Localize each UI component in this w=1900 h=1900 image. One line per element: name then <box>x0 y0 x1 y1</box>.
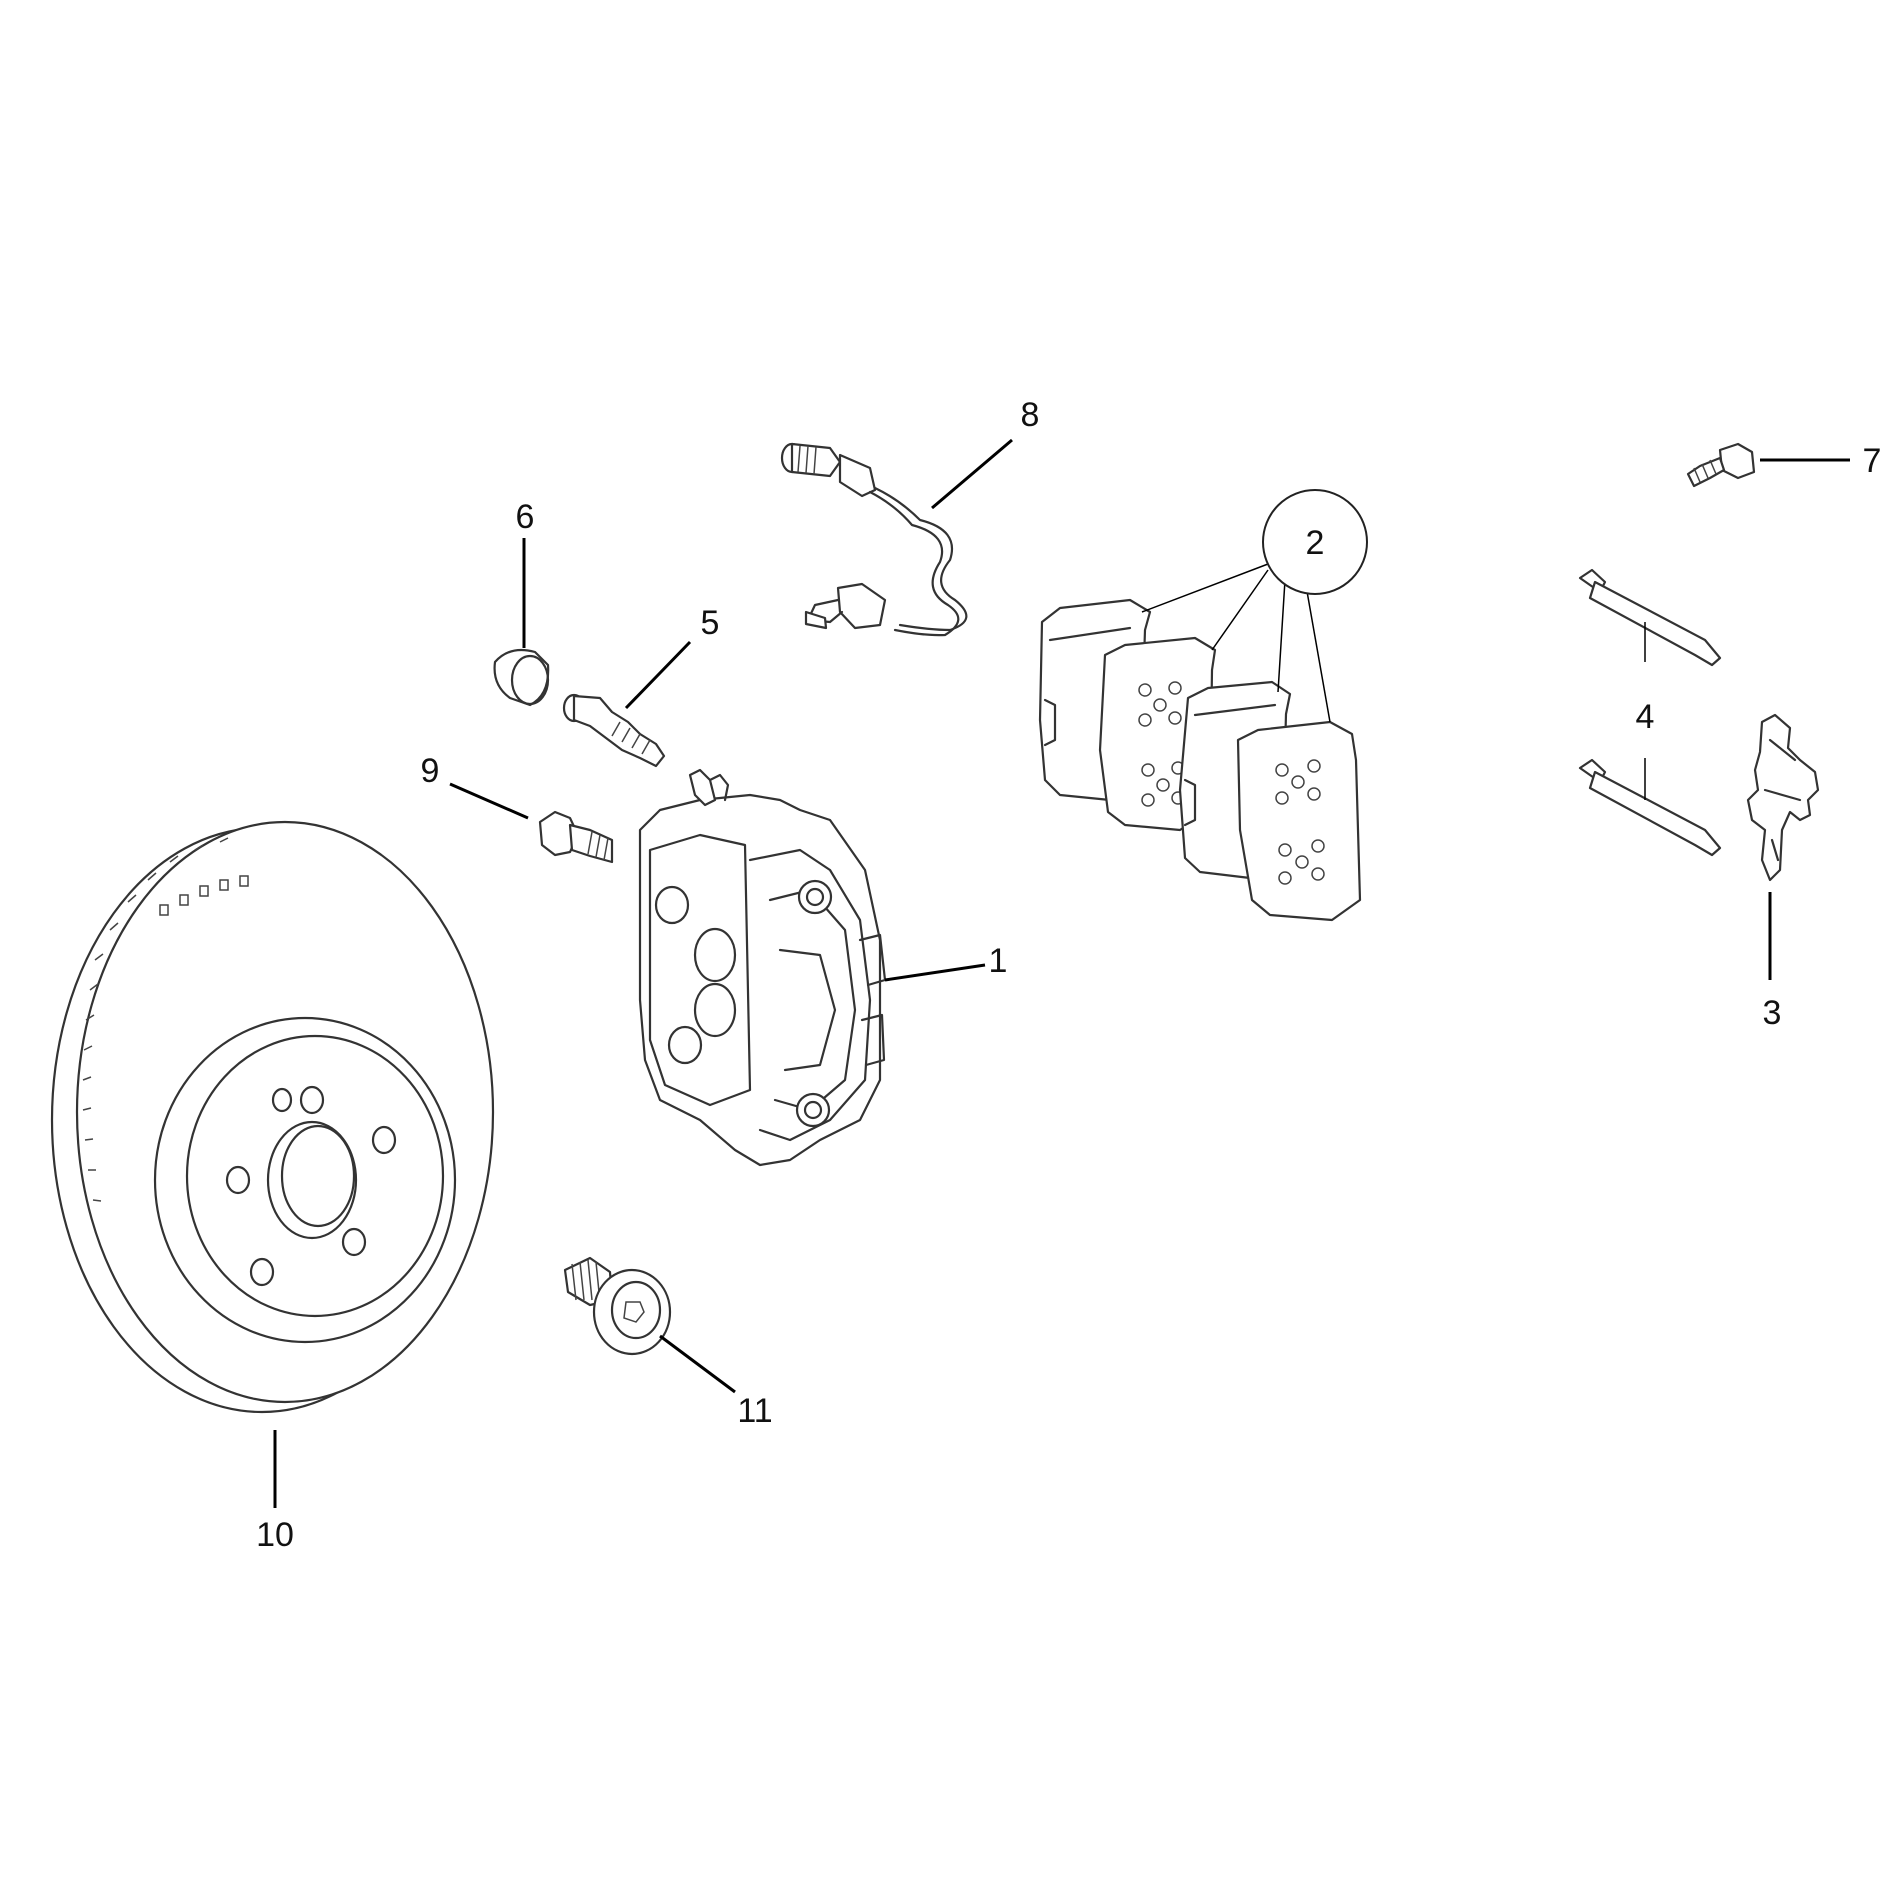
callout-4: 4 <box>1636 698 1655 736</box>
callout-1: 1 <box>989 942 1008 980</box>
leader-2d <box>1304 579 1331 723</box>
callout-10: 10 <box>256 1516 294 1554</box>
callout-8: 8 <box>1021 396 1040 434</box>
leader-2b <box>1211 569 1269 651</box>
leader-2c <box>1277 579 1286 693</box>
callout-5: 5 <box>701 604 720 642</box>
leader-1 <box>884 963 986 982</box>
part-4-guide-pins <box>1578 568 1722 857</box>
callout-2-circle <box>1262 489 1368 595</box>
leader-9 <box>449 782 529 820</box>
callout-7: 7 <box>1863 442 1882 480</box>
callout-3: 3 <box>1763 994 1782 1032</box>
part-7-screw <box>1686 442 1756 488</box>
part-10-brake-disc <box>50 820 495 1414</box>
leader-2a <box>1141 563 1269 613</box>
callout-11: 11 <box>737 1392 772 1430</box>
part-6-dust-cap <box>493 648 550 707</box>
leader-5 <box>624 640 692 710</box>
part-3-anti-rattle-spring <box>1746 713 1820 882</box>
part-2-brake-pads <box>1038 598 1362 922</box>
callout-labels: 1 2 3 4 5 6 7 8 9 10 11 <box>256 396 1881 1554</box>
leader-lines <box>273 438 1850 1508</box>
leader-8 <box>931 438 1013 510</box>
part-9-bolt <box>538 810 614 864</box>
part-8-wear-sensor <box>780 442 968 637</box>
callout-6: 6 <box>516 498 535 536</box>
part-5-bleed-valve <box>562 693 666 768</box>
callout-9: 9 <box>421 752 440 790</box>
part-11-countersunk-screw <box>563 1256 672 1356</box>
callout-2: 2 <box>1306 524 1325 562</box>
leader-11 <box>659 1334 736 1394</box>
part-1-brake-caliper <box>638 768 887 1167</box>
